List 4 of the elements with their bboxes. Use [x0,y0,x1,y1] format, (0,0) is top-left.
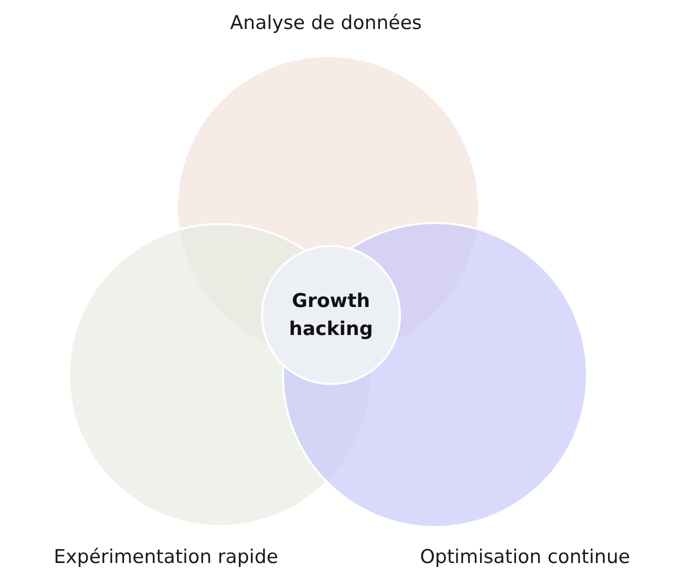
circle-label: Optimisation continue [420,546,630,568]
circle-label: Expérimentation rapide [54,546,278,568]
center-label: Growth hacking [288,288,374,342]
circle-label: Analyse de données [230,12,422,34]
